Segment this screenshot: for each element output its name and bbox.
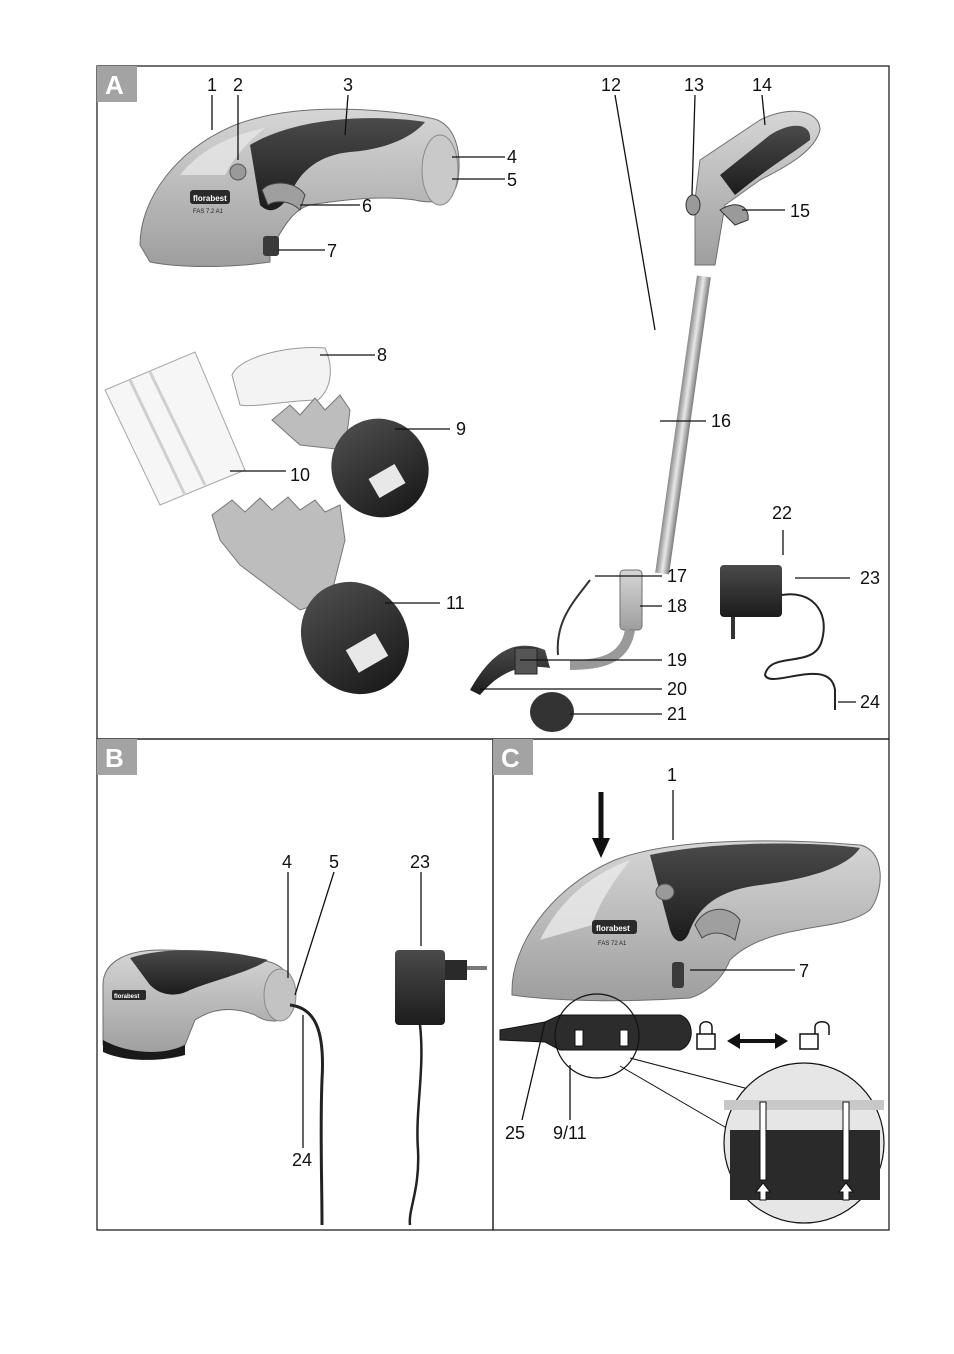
panel-a-tag-label: A — [105, 70, 124, 100]
callout-13: 13 — [684, 75, 704, 95]
callout-10: 10 — [290, 465, 310, 485]
tool-model-label-a: FAS 7.2 A1 — [193, 209, 224, 215]
tool-model-label-c: FAS 72 A1 — [598, 941, 627, 947]
callout-5: 5 — [507, 170, 517, 190]
callout-8: 8 — [377, 345, 387, 365]
callout-4: 4 — [507, 147, 517, 167]
shrub-blade-illustration — [211, 496, 410, 695]
callout-23: 23 — [860, 568, 880, 588]
tool-brand-logo-b: florabest — [114, 994, 139, 1000]
panel-b-tag: B — [97, 739, 137, 775]
tool-brand-logo-c: florabest — [596, 924, 630, 933]
callout-lines-b — [287, 871, 422, 1148]
grass-blade-cover-illustration — [231, 347, 331, 407]
callout-b-5: 5 — [329, 852, 339, 872]
callout-12: 12 — [601, 75, 621, 95]
callout-6: 6 — [362, 196, 372, 216]
callout-19: 19 — [667, 650, 687, 670]
callout-b-23: 23 — [410, 852, 430, 872]
callout-2: 2 — [233, 75, 243, 95]
charger-illustration — [720, 565, 836, 710]
callout-c-25: 25 — [505, 1123, 525, 1143]
callout-11: 11 — [446, 593, 465, 613]
telescopic-handle-illustration — [470, 110, 821, 732]
callout-20: 20 — [667, 679, 687, 699]
callout-24: 24 — [860, 692, 880, 712]
panel-c-tag: C — [493, 739, 533, 775]
callout-lines-c — [521, 790, 795, 1121]
callout-15: 15 — [790, 201, 810, 221]
shear-blade-attach-illustration: florabest FAS 72 A1 — [499, 792, 885, 1224]
callout-9: 9 — [456, 419, 466, 439]
callout-21: 21 — [667, 704, 687, 724]
callout-22: 22 — [772, 503, 792, 523]
panel-a-tag: A — [97, 66, 137, 102]
callout-18: 18 — [667, 596, 687, 616]
callout-b-24: 24 — [292, 1150, 312, 1170]
shear-charging-illustration: florabest — [102, 949, 325, 1226]
callout-16: 16 — [711, 411, 731, 431]
tool-brand-logo-a: florabest — [193, 194, 227, 203]
callout-17: 17 — [667, 566, 687, 586]
panel-c-frame — [492, 738, 890, 1231]
panel-c-tag-label: C — [501, 743, 520, 773]
callout-3: 3 — [343, 75, 353, 95]
callout-14: 14 — [752, 75, 772, 95]
charger-b-illustration — [395, 950, 487, 1226]
callout-b-4: 4 — [282, 852, 292, 872]
callout-7: 7 — [327, 241, 337, 261]
callout-c-9-11: 9/11 — [553, 1123, 587, 1143]
callout-lines-a — [211, 94, 856, 715]
panel-b-tag-label: B — [105, 743, 124, 773]
callout-1: 1 — [207, 75, 217, 95]
callout-c-7: 7 — [799, 961, 809, 981]
shear-body-illustration: florabest FAS 7.2 A1 — [139, 108, 460, 267]
grass-blade-illustration — [271, 394, 429, 518]
shrub-blade-cover-illustration — [104, 351, 246, 506]
callout-c-1: 1 — [667, 765, 677, 785]
